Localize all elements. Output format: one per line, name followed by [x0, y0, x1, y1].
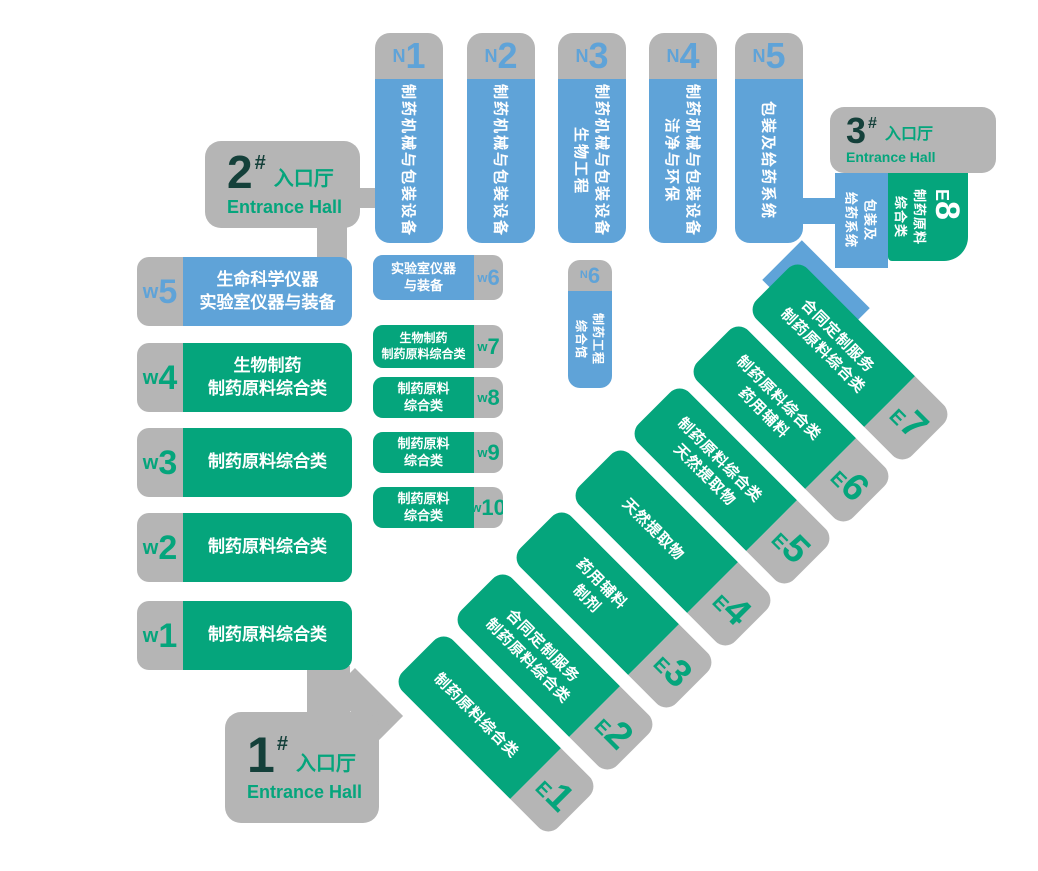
hall-w2-category: 制药原料综合类	[183, 513, 352, 582]
hall-n6-category: 制药工程综合馆	[568, 291, 612, 388]
corridor-n5-to-packaging-bar	[800, 198, 838, 224]
hall-w8-category: 制药原料综合类	[373, 377, 474, 418]
hall-w5-category: 生命科学仪器实验室仪器与装备	[183, 257, 352, 326]
hall-n1-category: 制药机械与包装设备	[375, 79, 443, 243]
hall-n3-category: 制药机械与包装设备生物工程	[558, 79, 626, 243]
hall-n4-category: 制药机械与包装设备洁净与环保	[649, 79, 717, 243]
entrance-hall-2: 2#入口厅 Entrance Hall	[205, 141, 360, 228]
hall-n2-category: 制药机械与包装设备	[467, 79, 535, 243]
hall-w9-category: 制药原料综合类	[373, 432, 474, 473]
hall-w10-category: 制药原料综合类	[373, 487, 474, 528]
hall-e8-badge: E8	[928, 188, 966, 220]
hall-w4-category: 生物制药制药原料综合类	[183, 343, 352, 412]
hall-w1-category: 制药原料综合类	[183, 601, 352, 670]
hall-w7-category: 生物制药制药原料综合类	[373, 325, 474, 368]
hall-e8: E8 制药原料 综合类	[888, 173, 968, 261]
hall-w3-category: 制药原料综合类	[183, 428, 352, 497]
entrance-hall-1: 1#入口厅 Entrance Hall	[225, 712, 379, 823]
packaging-delivery-bar: 包装及给药系统	[835, 173, 888, 268]
entrance-hall-3: 3#入口厅 Entrance Hall	[830, 107, 996, 173]
hall-w6-category: 实验室仪器与装备	[373, 255, 474, 300]
hall-n5-category: 包装及给药系统	[735, 79, 803, 243]
